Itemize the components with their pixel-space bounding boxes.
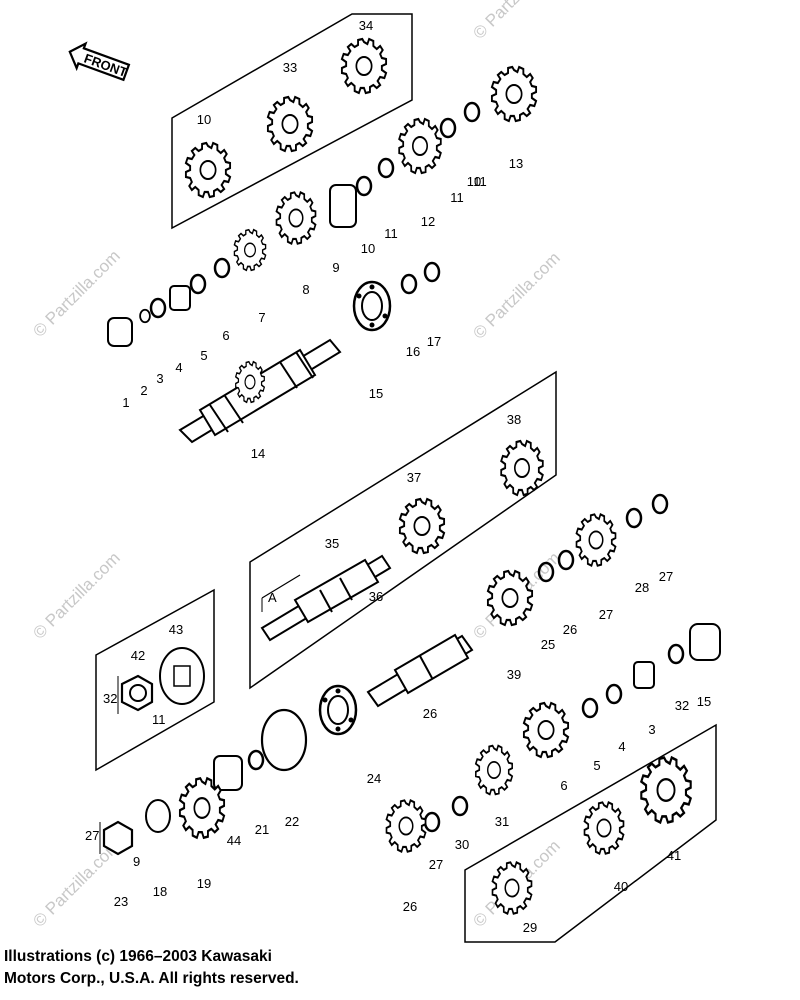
callout-number: 4 (618, 739, 625, 754)
group-box-middle (249, 370, 557, 690)
main-shaft (178, 338, 342, 444)
callout-number: 39 (507, 667, 521, 682)
callout-number: 3 (648, 722, 655, 737)
callout-number: 3 (156, 371, 163, 386)
callout-number: 28 (635, 580, 649, 595)
callout-number: 11 (384, 226, 398, 241)
dimension-marks: A 32 11 27 9 (85, 590, 277, 869)
copyright-line-2: Motors Corp., U.S.A. All rights reserved… (4, 970, 299, 987)
callout-number: 8 (302, 282, 309, 297)
callout-number: 44 (227, 833, 241, 848)
callout-number: 10 (467, 174, 481, 189)
front-arrow-icon: FRONT (68, 41, 131, 82)
callout-number: 34 (359, 18, 373, 33)
watermark-text: © Partzilla.com (29, 836, 123, 930)
callout-number: 6 (560, 778, 567, 793)
callout-number: 2 (140, 383, 147, 398)
callout-number: 37 (407, 470, 421, 485)
callout-number: 40 (614, 879, 628, 894)
callout-number: 22 (285, 814, 299, 829)
watermark-text: © Partzilla.com (469, 0, 563, 43)
callout-number: 27 (429, 857, 443, 872)
watermark-text: © Partzilla.com (29, 548, 123, 642)
callout-numbers: 1234567891011121314151617101111103334353… (114, 18, 711, 935)
callout-number: 17 (427, 334, 441, 349)
callout-number: 43 (169, 622, 183, 637)
callout-number: 9 (332, 260, 339, 275)
group-box-upper (171, 13, 413, 230)
callout-number: 27 (599, 607, 613, 622)
callout-number: 21 (255, 822, 269, 837)
callout-number: 33 (283, 60, 297, 75)
dimension-a-label: A (268, 590, 277, 605)
group-box-left (95, 588, 215, 772)
front-label: FRONT (82, 51, 129, 80)
copyright-line-1: Illustrations (c) 1966–2003 Kawasaki (4, 948, 272, 965)
watermark-text: © Partzilla.com (469, 248, 563, 342)
callout-number: 12 (421, 214, 435, 229)
callout-number: 10 (197, 112, 211, 127)
callout-number: 30 (455, 837, 469, 852)
callout-number: 24 (367, 771, 381, 786)
callout-number: 16 (406, 344, 420, 359)
callout-number: 35 (325, 536, 339, 551)
callout-number: 18 (153, 884, 167, 899)
drive-shaft-upper (260, 554, 392, 642)
callout-number: 13 (509, 156, 523, 171)
callout-number: 26 (423, 706, 437, 721)
callout-number: 19 (197, 876, 211, 891)
callout-number: 38 (507, 412, 521, 427)
callout-number: 10 (361, 241, 375, 256)
callout-number: 1 (122, 395, 129, 410)
callout-number: 14 (251, 446, 265, 461)
callout-number: 5 (200, 348, 207, 363)
group-box-lower (464, 723, 717, 943)
dimension-11-label: 11 (152, 712, 166, 727)
callout-number: 36 (369, 589, 383, 604)
callout-number: 11 (450, 190, 464, 205)
drive-shaft-lower (366, 633, 474, 708)
copyright-notice: Illustrations (c) 1966–2003 Kawasaki Mot… (4, 946, 424, 990)
callout-number: 5 (593, 758, 600, 773)
callout-number: 41 (667, 848, 681, 863)
callout-number: 25 (541, 637, 555, 652)
dimension-32-label: 32 (103, 691, 117, 706)
callout-number: 23 (114, 894, 128, 909)
callout-number: 31 (495, 814, 509, 829)
callout-number: 6 (222, 328, 229, 343)
callout-number: 27 (659, 569, 673, 584)
callout-number: 29 (523, 920, 537, 935)
callout-number: 42 (131, 648, 145, 663)
callout-number: 32 (675, 698, 689, 713)
dimension-27-label: 27 (85, 828, 99, 843)
callout-number: 15 (369, 386, 383, 401)
callout-number: 7 (258, 310, 265, 325)
callout-number: 4 (175, 360, 182, 375)
callout-number: 15 (697, 694, 711, 709)
callout-number: 26 (403, 899, 417, 914)
callout-number: 26 (563, 622, 577, 637)
callout-number: 11 (473, 174, 487, 189)
dimension-9-label: 9 (133, 854, 140, 869)
